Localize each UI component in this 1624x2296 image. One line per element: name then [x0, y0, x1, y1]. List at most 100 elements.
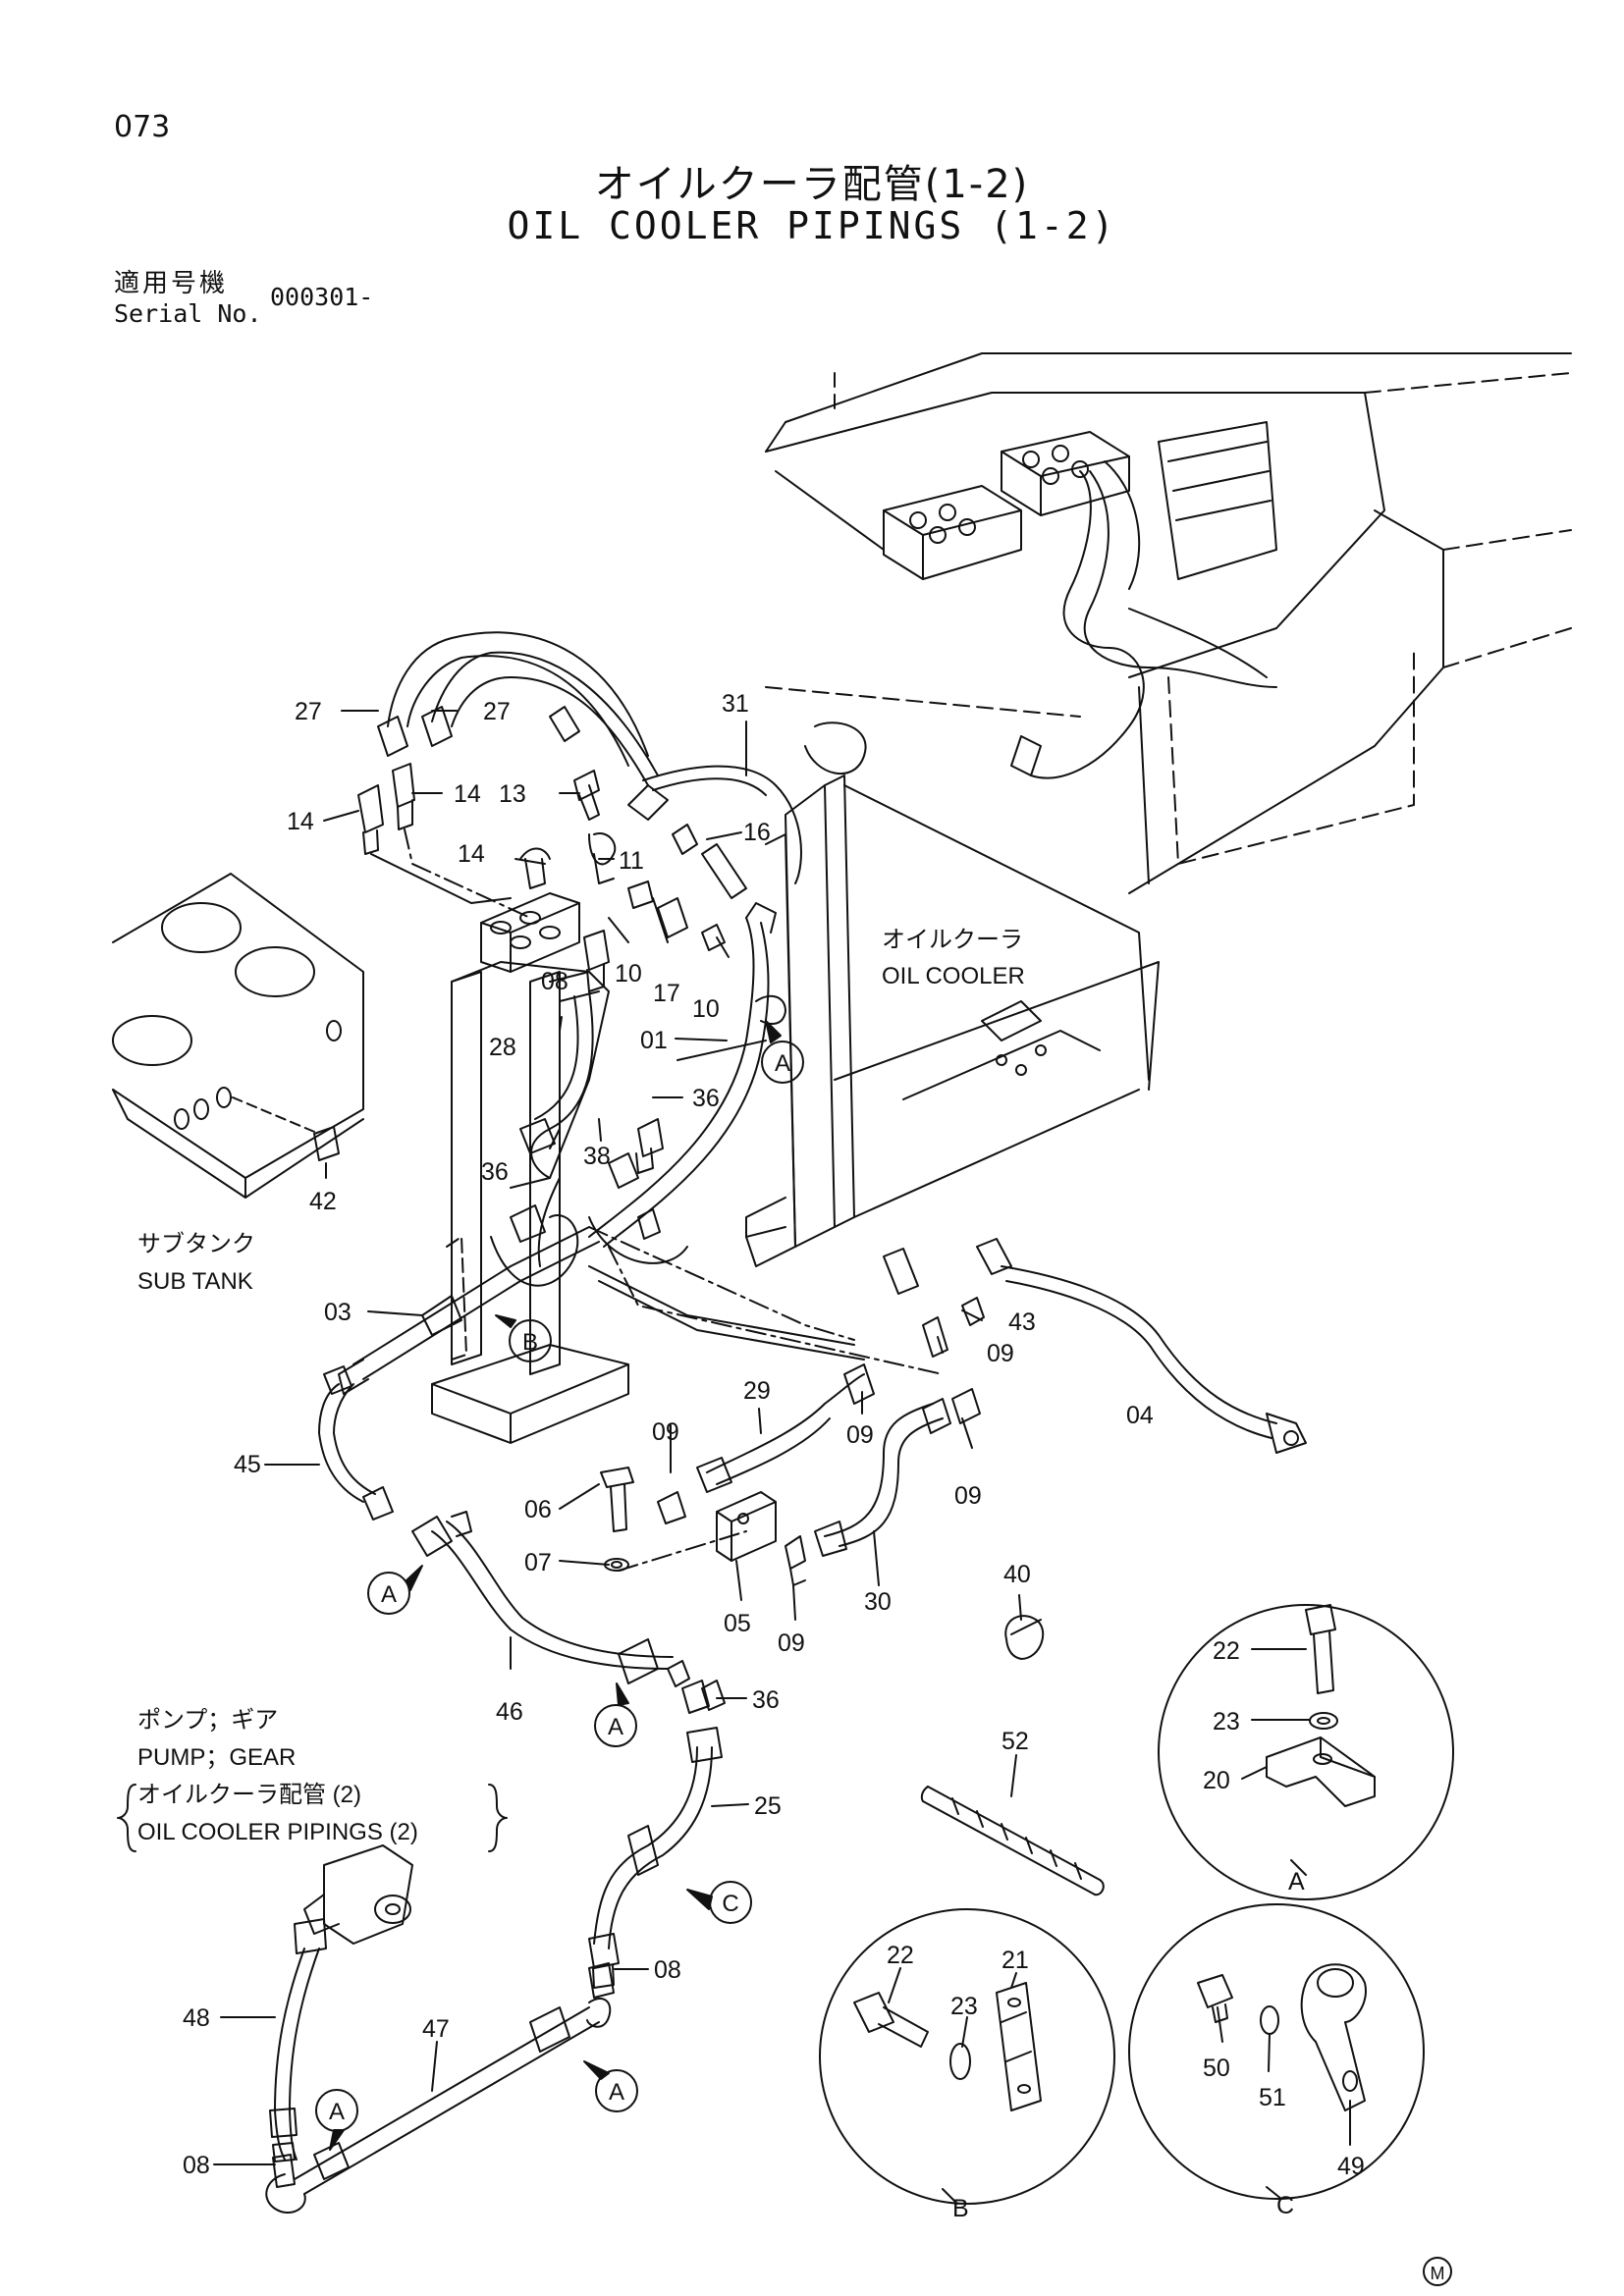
part-label: 27	[483, 698, 511, 725]
title-english: OIL COOLER PIPINGS (1-2)	[507, 204, 1117, 247]
pipe-03	[338, 1226, 600, 1395]
battery-right	[1001, 431, 1130, 516]
hose-01	[588, 902, 786, 1248]
part-label: 03	[324, 1299, 352, 1326]
detail-caption-b: B	[952, 2195, 969, 2222]
pump-gear-label-ja: ポンプ；ギア	[137, 1707, 278, 1734]
part-label: 14	[454, 780, 481, 808]
serial-label-english: Serial No.	[114, 299, 262, 328]
routing-lines	[588, 1226, 944, 1572]
fittings-lower	[681, 1615, 1105, 1896]
part-label: 09	[987, 1340, 1014, 1367]
serial-number-value: 000301-	[270, 283, 374, 311]
part-label: 45	[234, 1451, 261, 1478]
detail-circle-c	[1128, 1903, 1425, 2200]
part-label: 08	[654, 1956, 681, 1984]
part-label: 14	[458, 840, 485, 868]
reference-label-en: OIL COOLER PIPINGS (2)	[137, 1819, 418, 1845]
leader-lines	[213, 710, 1351, 2205]
part-label: 01	[640, 1027, 668, 1054]
valve-block-upper	[480, 892, 580, 973]
pipe-04	[883, 1238, 1307, 1454]
detail-caption-a: A	[1288, 1868, 1305, 1896]
part-label: 09	[846, 1421, 874, 1449]
oil-cooler-label-en: OIL COOLER	[882, 963, 1025, 989]
callout-circles	[315, 1020, 1452, 2286]
hose-30	[814, 1388, 981, 1557]
part-label: 05	[724, 1610, 751, 1637]
title-japanese: オイルクーラ配管(1-2)	[594, 162, 1030, 207]
part-label: 49	[1337, 2153, 1365, 2180]
part-number-labels: 27 27 31 14 14 13 16 14 11 08 10 17 10 2…	[183, 690, 1365, 2180]
hose-48	[269, 1918, 327, 2163]
part-label: 51	[1259, 2084, 1286, 2111]
part-label: 28	[489, 1034, 516, 1061]
callout-letters: A B A A C A A	[329, 1050, 790, 2125]
part-label: 50	[1203, 2055, 1230, 2082]
part-label: 04	[1126, 1402, 1154, 1429]
part-label: 06	[524, 1496, 552, 1523]
pump-gear-label-en: PUMP；GEAR	[137, 1744, 296, 1771]
callout-letter: A	[608, 1714, 623, 1740]
part-label: 36	[752, 1686, 780, 1714]
part-label: 52	[1001, 1728, 1029, 1755]
battery-left	[883, 485, 1022, 580]
sub-tank	[112, 873, 364, 1199]
part-label: 16	[743, 819, 771, 846]
part-label: 11	[619, 847, 644, 875]
hose-31	[627, 765, 802, 884]
bolt-06	[600, 1467, 634, 1572]
hose-27-pair	[377, 631, 659, 786]
detail-captions: A B C M	[952, 1868, 1445, 2283]
part-label: 38	[583, 1143, 611, 1170]
page-number: 073	[114, 110, 171, 144]
part-label: 22	[887, 1942, 914, 1969]
part-label: 08	[541, 968, 568, 995]
part-label: 23	[1213, 1708, 1240, 1735]
pump-gear	[303, 1844, 413, 1945]
reference-label-ja: オイルクーラ配管 (2)	[137, 1782, 361, 1808]
part-label: 10	[692, 995, 720, 1023]
hose-14-routing	[370, 828, 610, 1189]
machine-body-outline	[765, 352, 1572, 894]
part-label: 07	[524, 1549, 552, 1576]
part-label: 13	[499, 780, 526, 808]
callout-letter: A	[775, 1050, 790, 1077]
part-label: 22	[1213, 1637, 1240, 1665]
part-label: 40	[1003, 1561, 1031, 1588]
callout-letter: A	[609, 2079, 624, 2106]
part-label: 09	[954, 1482, 982, 1510]
pipe-47	[265, 1998, 612, 2214]
part-label: 09	[652, 1418, 679, 1446]
oil-cooler-core	[745, 721, 1160, 1267]
sub-tank-label-ja: サブタンク	[137, 1231, 255, 1257]
part-label: 36	[481, 1158, 509, 1186]
part-label: 30	[864, 1588, 892, 1616]
hose-29	[696, 1363, 875, 1493]
pipe-45	[318, 1365, 394, 1521]
part-label: 47	[422, 2015, 450, 2043]
part-label: 08	[183, 2152, 210, 2179]
part-label: 27	[295, 698, 322, 725]
fittings-36-38	[510, 1118, 664, 1243]
part-label: 23	[950, 1993, 978, 2020]
reference-brackets	[117, 1784, 508, 1852]
part-label: 17	[653, 980, 680, 1007]
central-frame	[431, 961, 688, 1444]
part-label: 48	[183, 2004, 210, 2032]
part-label: 09	[778, 1629, 805, 1657]
part-label: 43	[1008, 1308, 1036, 1336]
part-label: 29	[743, 1377, 771, 1405]
oil-cooler-label-ja: オイルクーラ	[882, 927, 1023, 953]
fittings-upper	[357, 763, 747, 992]
part-label: 42	[309, 1188, 337, 1215]
callout-letter: B	[522, 1329, 538, 1356]
detail-circle-b	[819, 1908, 1115, 2205]
part-label: 36	[692, 1085, 720, 1112]
part-label: 25	[754, 1792, 782, 1820]
block-05	[657, 1491, 806, 1586]
serial-label-japanese: 適用号機	[114, 269, 229, 298]
part-label: 10	[615, 960, 642, 988]
callout-letter: C	[722, 1891, 738, 1917]
part-label: 21	[1001, 1947, 1029, 1974]
